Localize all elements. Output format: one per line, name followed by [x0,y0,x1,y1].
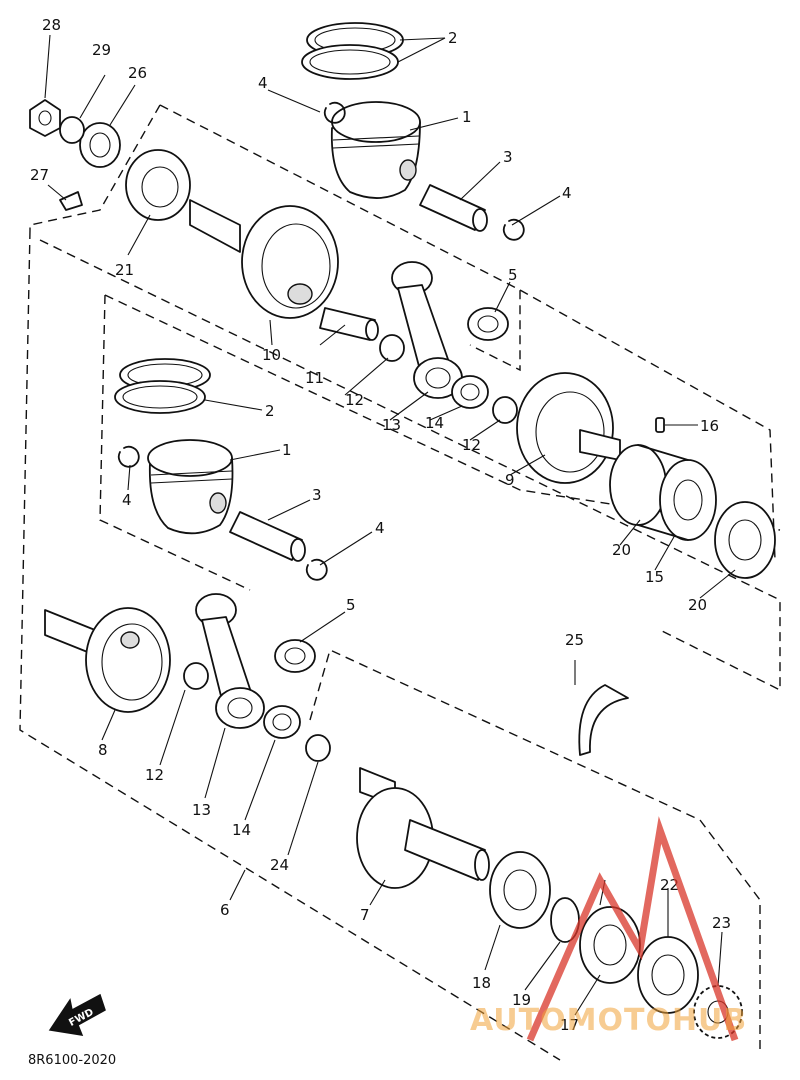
callout-6: 6 [220,901,230,919]
piston-rings-top [301,22,404,80]
washer-24 [305,734,331,762]
crankpin-bearing-mid [263,705,301,739]
callout-27: 27 [30,166,49,184]
callout-13-top: 13 [382,416,401,434]
connecting-rod-top [391,261,463,399]
callout-4-mid-right: 4 [375,519,385,537]
callout-25: 25 [565,631,584,649]
bearing-17 [579,906,641,984]
washer-top-b [492,396,518,424]
needle-bearing-mid [274,639,316,673]
callout-16: 16 [700,417,719,435]
callout-21: 21 [115,261,134,279]
callout-1-mid: 1 [282,441,292,459]
callout-5-top: 5 [508,266,518,284]
callout-20-a: 20 [612,541,631,559]
callout-17: 17 [560,1016,579,1034]
callout-3-top: 3 [503,148,513,166]
callout-19: 19 [512,991,531,1009]
callout-2-mid: 2 [265,402,275,420]
woodruff-key-27 [59,191,83,211]
dowel-pin-16 [655,417,665,433]
crank-wheel-8 [44,607,171,713]
oil-seal-22 [637,936,699,1014]
callout-5-mid: 5 [346,596,356,614]
piston-top [330,101,421,199]
washer-mid-a [183,662,209,690]
circlip-mid-right [305,558,328,581]
callout-7: 7 [360,906,370,924]
circlip-25 [578,684,629,756]
diagram-code: 8R6100-2020 [28,1053,116,1068]
callout-4-top-left: 4 [258,74,268,92]
callout-29: 29 [92,41,111,59]
callout-8: 8 [98,741,108,759]
needle-bearing-top [467,307,509,341]
callout-3-mid: 3 [312,486,322,504]
crank-wheel-9 [516,372,621,484]
callout-9: 9 [505,471,515,489]
callout-28: 28 [42,16,61,34]
callout-24: 24 [270,856,289,874]
callout-11: 11 [305,369,324,387]
piston-pin-mid [229,511,306,562]
piston-mid [147,439,234,535]
oil-seal-26 [79,122,121,168]
callout-26: 26 [128,64,147,82]
callout-13-bot: 13 [192,801,211,819]
callout-2-top: 2 [448,29,458,47]
piston-pin-top [419,184,488,232]
callout-14-top: 14 [425,414,444,432]
callout-23: 23 [712,914,731,932]
watermark-logo [526,816,739,1042]
crank-wheel-top [189,199,339,319]
crank-wheel-7 [356,767,490,889]
bearing-18 [489,851,551,929]
callout-12-top-b: 12 [462,436,481,454]
circlip-mid-left [117,445,140,468]
crank-pin-top [319,307,379,341]
washer-top-a [379,334,405,362]
circlip-top-right [502,218,525,241]
callout-10: 10 [262,346,281,364]
callout-14-bot: 14 [232,821,251,839]
center-bearing-housing-15 [609,444,717,541]
callout-12-top-a: 12 [345,391,364,409]
callout-1-top: 1 [462,108,472,126]
circlip-top-left [323,101,346,124]
connecting-rod-mid [195,593,265,729]
forward-arrow: FWD [48,993,106,1036]
watermark: AUTOMOTOHUB [470,816,747,1042]
bearing-21 [125,149,191,221]
callout-20-b: 20 [688,596,707,614]
callout-15: 15 [645,568,664,586]
callout-numbers: 2 1 3 4 4 5 10 11 12 13 14 12 9 16 20 15… [30,16,731,1034]
crankpin-bearing-top [451,375,489,409]
callout-12-mid: 12 [145,766,164,784]
piston-rings-mid [114,358,211,414]
watermark-text: AUTOMOTOHUB [470,1003,747,1038]
assembly-outlines [19,104,781,1061]
washer-29 [59,116,85,144]
leader-lines [44,34,736,1016]
callout-4-mid-left: 4 [122,491,132,509]
callout-4-top-right: 4 [562,184,572,202]
nut-28 [29,99,61,137]
callout-18: 18 [472,974,491,992]
bearing-20 [714,501,776,579]
